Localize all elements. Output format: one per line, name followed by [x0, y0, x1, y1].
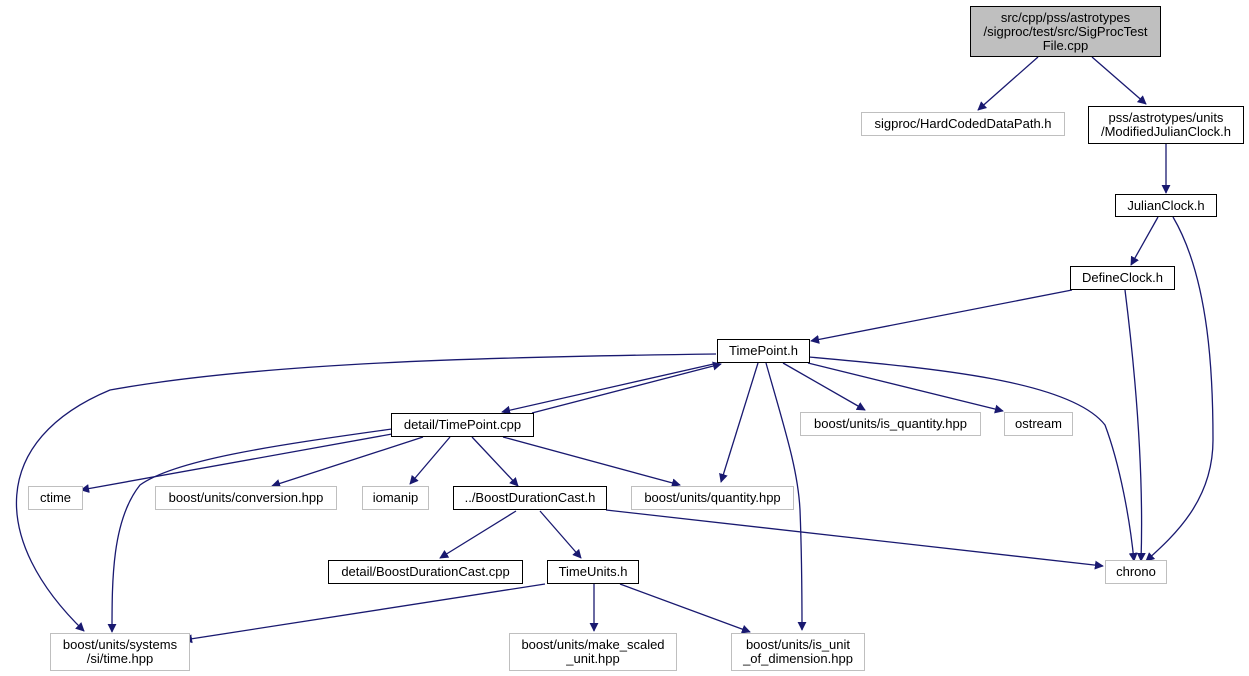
node-julian-clock[interactable]: JulianClock.h	[1115, 194, 1217, 217]
node-define-clock[interactable]: DefineClock.h	[1070, 266, 1175, 290]
node-time-units[interactable]: TimeUnits.h	[547, 560, 639, 584]
edge-bdc-to-timeunits	[539, 510, 582, 559]
edge-timepoint-to-quantity	[719, 362, 759, 483]
edge-detailtp-to-sitime	[107, 428, 393, 633]
edge-detailtp-to-timepoint	[531, 361, 722, 414]
edge-timeunits-to-isunit	[619, 583, 751, 634]
edge-root-to-modjulian	[1091, 56, 1147, 105]
node-si-time: boost/units/systems /si/time.hpp	[50, 633, 190, 671]
node-iomanip: iomanip	[362, 486, 429, 510]
edge-timepoint-to-isunit	[765, 362, 807, 631]
node-modified-julian-clock[interactable]: pss/astrotypes/units /ModifiedJulianCloc…	[1088, 106, 1244, 144]
node-time-point[interactable]: TimePoint.h	[717, 339, 810, 363]
node-is-unit-of-dimension: boost/units/is_unit _of_dimension.hpp	[731, 633, 865, 671]
node-detail-boost-duration-cast[interactable]: detail/BoostDurationCast.cpp	[328, 560, 523, 584]
node-hardcoded-datapath: sigproc/HardCodedDataPath.h	[861, 112, 1065, 136]
edge-julian-to-chrono	[1145, 216, 1214, 562]
edge-detailtp-to-quantity	[502, 436, 681, 488]
edge-julian-to-defineclock	[1130, 216, 1159, 266]
edge-defineclock-to-timepoint	[810, 289, 1073, 344]
edge-timepoint-to-sitime	[15, 353, 717, 632]
edge-detailtp-to-bdc	[471, 436, 519, 487]
edge-detailtp-to-conversion	[271, 436, 424, 488]
edge-bdc-to-detailbdc	[439, 510, 517, 559]
edge-bdc-to-chrono	[605, 509, 1104, 570]
edge-timeunits-to-sitime	[183, 583, 546, 644]
node-root-file[interactable]: src/cpp/pss/astrotypes /sigproc/test/src…	[970, 6, 1161, 57]
edge-root-to-hardcoded	[977, 56, 1039, 111]
node-make-scaled-unit: boost/units/make_scaled _unit.hpp	[509, 633, 677, 671]
node-is-quantity: boost/units/is_quantity.hpp	[800, 412, 981, 436]
node-ctime: ctime	[28, 486, 83, 510]
edge-timepoint-to-chrono	[808, 356, 1138, 562]
node-chrono: chrono	[1105, 560, 1167, 584]
node-conversion: boost/units/conversion.hpp	[155, 486, 337, 510]
edge-detailtp-to-iomanip	[409, 436, 451, 485]
edge-timepoint-to-isquantity	[782, 362, 866, 411]
edge-timepoint-to-detailtp	[501, 362, 719, 415]
edge-defineclock-to-chrono	[1124, 289, 1146, 562]
node-detail-time-point[interactable]: detail/TimePoint.cpp	[391, 413, 534, 437]
edge-detailtp-to-ctime	[80, 433, 393, 493]
node-ostream: ostream	[1004, 412, 1073, 436]
edge-timepoint-to-ostream	[807, 362, 1004, 414]
node-boost-duration-cast[interactable]: ../BoostDurationCast.h	[453, 486, 607, 510]
node-quantity: boost/units/quantity.hpp	[631, 486, 794, 510]
